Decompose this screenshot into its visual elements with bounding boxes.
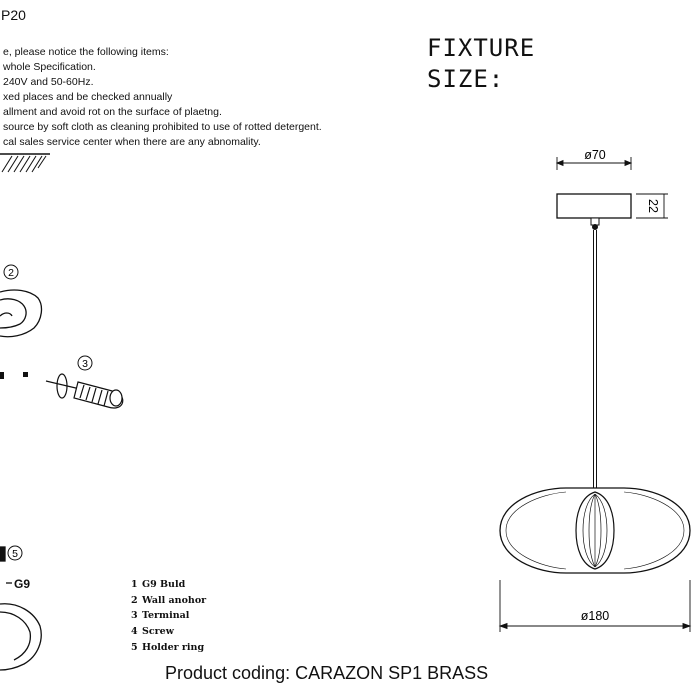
list-item: 1 G9 Buld xyxy=(131,577,206,593)
part-number: 1 xyxy=(131,579,138,590)
notice-line: source by soft cloth as cleaning prohibi… xyxy=(3,121,322,133)
product-coding: Product coding: CARAZON SP1 BRASS xyxy=(0,663,700,684)
callout-5-icon: 5 xyxy=(7,545,23,561)
screw-icon xyxy=(0,372,28,379)
ceiling-hatch-icon xyxy=(0,153,50,173)
part-name: Wall anohor xyxy=(142,594,207,606)
part-number: 4 xyxy=(131,626,138,638)
model-code: P20 xyxy=(1,7,26,23)
part-name: Terminal xyxy=(142,610,190,622)
shade-diameter-label: ø180 xyxy=(581,609,610,623)
shade-width-dimension xyxy=(498,580,692,632)
notice-line: whole Specification. xyxy=(3,61,96,73)
part-number: 3 xyxy=(131,610,138,622)
notice-line: e, please notice the following items: xyxy=(3,46,169,58)
list-item: 5 Holder ring xyxy=(131,640,206,656)
fixture-heading-line2: SIZE: xyxy=(427,65,505,93)
canopy-width-dimension xyxy=(555,157,633,170)
bulb-type-label: G9 xyxy=(14,577,31,591)
list-item: 3 Terminal xyxy=(131,608,206,624)
lamp-shade xyxy=(499,487,691,574)
part-number: 5 xyxy=(131,641,138,653)
notice-line: cal sales service center when there are … xyxy=(3,136,261,148)
canopy xyxy=(556,193,632,219)
canopy-height-dimension xyxy=(636,193,668,219)
product-coding-text: Product coding: CARAZON SP1 BRASS xyxy=(165,663,489,683)
callout-2-icon: 2 xyxy=(3,264,19,280)
part-number: 2 xyxy=(131,594,138,606)
callout-5-label: 5 xyxy=(12,548,18,560)
part-name: G9 Buld xyxy=(142,579,186,590)
list-item: 4 Screw xyxy=(131,624,206,640)
canopy-height-label: 22 xyxy=(646,199,660,213)
notice-list: e, please notice the following items: wh… xyxy=(3,45,322,150)
callout-2-label: 2 xyxy=(8,267,14,279)
wall-anchor-drawing xyxy=(0,289,43,338)
notice-line: allment and avoid rot on the surface of … xyxy=(3,106,222,118)
notice-line: 240V and 50-60Hz. xyxy=(3,76,94,88)
fixture-heading-line1: FIXTURE xyxy=(427,34,536,62)
notice-line: xed places and be checked annually xyxy=(3,91,173,103)
terminal-drawing xyxy=(45,373,124,409)
callout-3-label: 3 xyxy=(82,358,88,370)
canopy-diameter-label: ø70 xyxy=(584,148,606,162)
cable xyxy=(590,217,600,488)
parts-list: 1 G9 Buld 2 Wall anohor 3 Terminal 4 Screw 5… xyxy=(131,577,206,656)
list-item: 2 Wall anohor xyxy=(131,593,206,609)
fixture-size-heading: FIXTURE SIZE: xyxy=(427,33,535,95)
bulb-holder-drawing xyxy=(0,546,42,671)
part-name: Screw xyxy=(142,626,174,638)
part-name: Holder ring xyxy=(142,641,205,653)
callout-3-icon: 3 xyxy=(77,355,93,371)
